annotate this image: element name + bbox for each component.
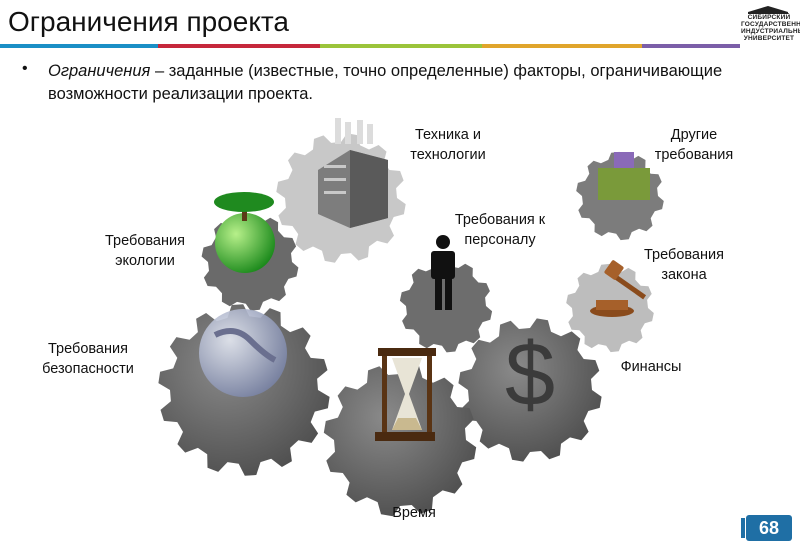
- gavel-icon: [590, 260, 647, 317]
- university-logo: [740, 4, 796, 48]
- label-staff: Требования к персоналу: [454, 212, 546, 248]
- definition-text: Ограничения – заданные (известные, точно…: [48, 60, 748, 106]
- definition-term: Ограничения: [48, 62, 151, 80]
- dollar-icon: $: [505, 325, 555, 425]
- title-divider-5: [642, 44, 740, 48]
- label-tech: Техника и технологии: [410, 127, 486, 163]
- title-divider-2: [158, 44, 320, 48]
- hourglass-icon: [375, 348, 436, 441]
- label-ecology: Требования экологии: [105, 233, 185, 269]
- label-safety: Требования безопасности: [42, 341, 134, 377]
- title-divider-4: [482, 44, 642, 48]
- person-icon: [431, 235, 455, 310]
- factory-icon: [318, 118, 388, 228]
- slide-title: Ограничения проекта: [8, 6, 289, 37]
- page-number-badge: 68: [741, 515, 792, 541]
- label-other: Другие требования: [654, 127, 734, 163]
- globe-icon: [199, 309, 287, 397]
- label-time: Время: [392, 505, 436, 521]
- definition-body: – заданные (известные, точно определенны…: [48, 62, 723, 103]
- title-divider-1: [0, 44, 158, 48]
- label-finance: Финансы: [620, 359, 682, 375]
- svg-text:$: $: [505, 325, 555, 425]
- label-law: Требования закона: [644, 247, 724, 283]
- university-logo-text: СИБИРСКИЙ ГОСУДАРСТВЕННЫЙ ИНДУСТРИАЛЬНЫЙ…: [741, 14, 800, 42]
- puzzle-icon: [598, 152, 650, 200]
- gear-finance: [458, 318, 602, 462]
- bullet-marker: •: [22, 60, 28, 77]
- title-divider-3: [320, 44, 482, 48]
- tree-globe-icon: [214, 192, 275, 273]
